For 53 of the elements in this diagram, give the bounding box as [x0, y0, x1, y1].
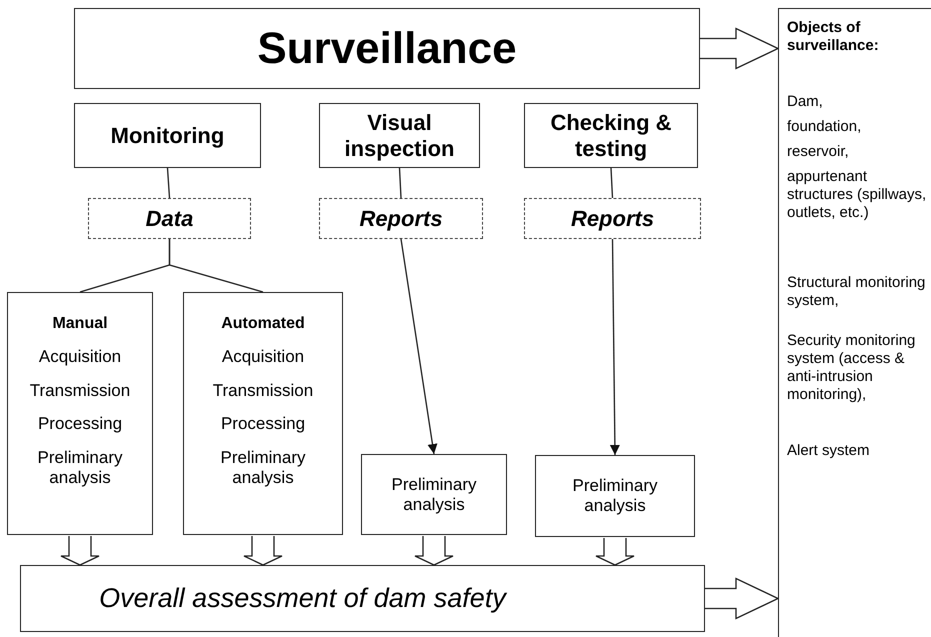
step-text: Acquisition [220, 347, 306, 367]
list-item-text: foundation, [787, 118, 862, 136]
heading-text: Objects of surveillance: [787, 19, 880, 55]
list-item-text: Dam, [787, 93, 823, 111]
heading-text: Checking & testing [549, 110, 673, 161]
step-text: Preliminary analysis [219, 448, 307, 488]
output-box [88, 198, 251, 239]
side-panel [778, 8, 931, 637]
process-box [183, 292, 343, 535]
step-text: Acquisition [38, 347, 122, 367]
process-box [535, 455, 695, 537]
heading-text: Visual inspection [343, 110, 456, 161]
connector-line [166, 168, 170, 198]
output-box [319, 198, 483, 239]
title-box [74, 8, 700, 89]
process-box [7, 292, 153, 535]
block-arrow [699, 27, 780, 70]
list-item-text: Security monitoring system (access & anti-intrusion monitoring), [787, 332, 916, 404]
step-text: Processing [36, 414, 124, 434]
heading-text: Automated [220, 315, 306, 334]
output-text: Reports [570, 206, 654, 232]
assessment-text: Overall assessment of dam safety [99, 583, 506, 614]
step-text: Transmission [28, 380, 132, 400]
arrow [400, 238, 438, 454]
connector-line [610, 168, 614, 198]
assessment-box [20, 565, 705, 632]
list-item-text: appurtenant structures (spillways, outlets, etc.) [787, 168, 928, 222]
step-text: Preliminary analysis [571, 476, 659, 516]
heading-text: Manual [51, 315, 109, 334]
output-box [524, 198, 701, 239]
connector-line [398, 168, 402, 198]
process-box [74, 103, 261, 168]
block-arrow [595, 537, 635, 566]
step-text: Transmission [212, 380, 314, 400]
step-text: Preliminary analysis [390, 474, 478, 514]
output-text: Data [146, 206, 194, 232]
block-arrow [243, 535, 283, 566]
title-text: Surveillance [257, 24, 517, 74]
step-text: Preliminary analysis [36, 448, 124, 488]
output-text: Reports [359, 206, 443, 232]
arrow [610, 239, 620, 455]
block-arrow [60, 535, 100, 566]
list-item-text: Alert system [787, 442, 870, 460]
process-box [361, 454, 507, 535]
process-box [524, 103, 698, 168]
heading-text: Monitoring [110, 122, 224, 148]
step-text: Processing [220, 414, 306, 434]
list-item-text: Structural monitoring system, [787, 274, 926, 310]
connector-line [168, 239, 264, 293]
block-arrow [414, 535, 454, 566]
list-item-text: reservoir, [787, 143, 849, 161]
block-arrow [704, 577, 780, 620]
process-box [319, 103, 480, 168]
